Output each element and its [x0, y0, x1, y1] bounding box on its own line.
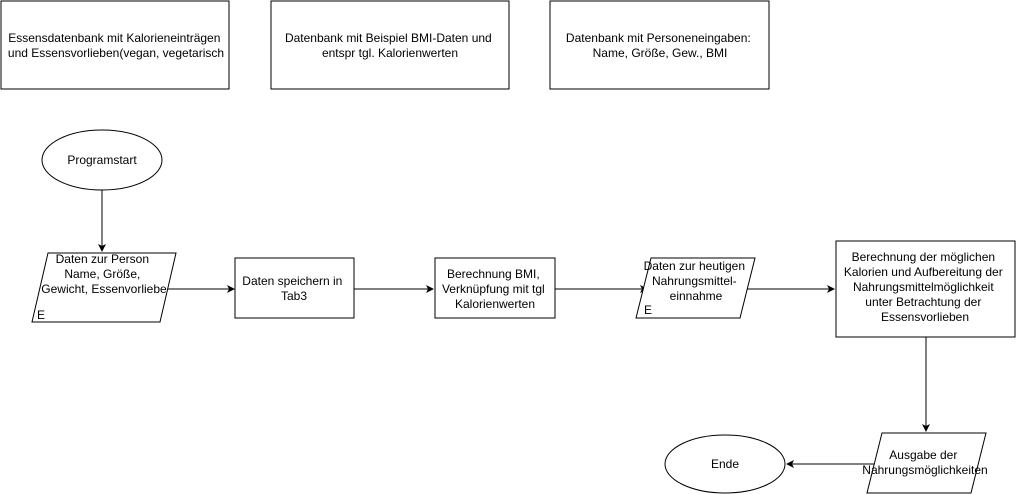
node-db-food[interactable]: Essensdatenbank mit Kalorieneinträgen un… [0, 0, 230, 90]
node-calc-cal-label: Berechnung der möglichen Kalorien und Au… [844, 250, 1006, 324]
node-db-food-label: Essensdatenbank mit Kalorieneinträgen un… [8, 31, 224, 60]
node-start[interactable]: Programstart [41, 129, 163, 191]
node-db-bmi[interactable]: Datenbank mit Beispiel BMI-Daten und ent… [270, 0, 510, 90]
node-input-food-label: Daten zur heutigen Nahrungsmittel- einna… [644, 259, 749, 303]
node-input-person-label: Daten zur Person Name, Größe, Gewicht, E… [41, 252, 167, 296]
node-db-bmi-label: Datenbank mit Beispiel BMI-Daten und ent… [285, 31, 495, 60]
node-end-label: Ende [711, 457, 739, 471]
node-start-label: Programstart [67, 153, 137, 167]
node-input-food[interactable]: Daten zur heutigen Nahrungsmittel- einna… [635, 257, 756, 319]
node-input-person-marker: E [37, 308, 45, 322]
node-output[interactable]: Ausgabe der Nahrungsmöglichkeiten [862, 432, 988, 494]
node-calc-bmi[interactable]: Berechnung BMI, Verknüpfung mit tgl Kalo… [434, 257, 556, 319]
node-calc-bmi-label: Berechnung BMI, Verknüpfung mit tgl Kalo… [442, 267, 548, 311]
node-input-food-marker: E [644, 303, 652, 317]
node-db-person-label: Datenbank mit Personeneingaben: Name, Gr… [566, 31, 754, 60]
node-output-label: Ausgabe der Nahrungsmöglichkeiten [862, 448, 987, 477]
node-input-person[interactable]: Daten zur Person Name, Größe, Gewicht, E… [31, 252, 177, 323]
node-save[interactable]: Daten speichern in Tab3 [234, 257, 355, 319]
node-save-label: Daten speichern in Tab3 [242, 274, 345, 303]
connectors [98, 190, 930, 468]
node-end[interactable]: Ende [664, 434, 786, 494]
node-calc-cal[interactable]: Berechnung der möglichen Kalorien und Au… [835, 240, 1016, 338]
node-db-person[interactable]: Datenbank mit Personeneingaben: Name, Gr… [549, 0, 770, 90]
